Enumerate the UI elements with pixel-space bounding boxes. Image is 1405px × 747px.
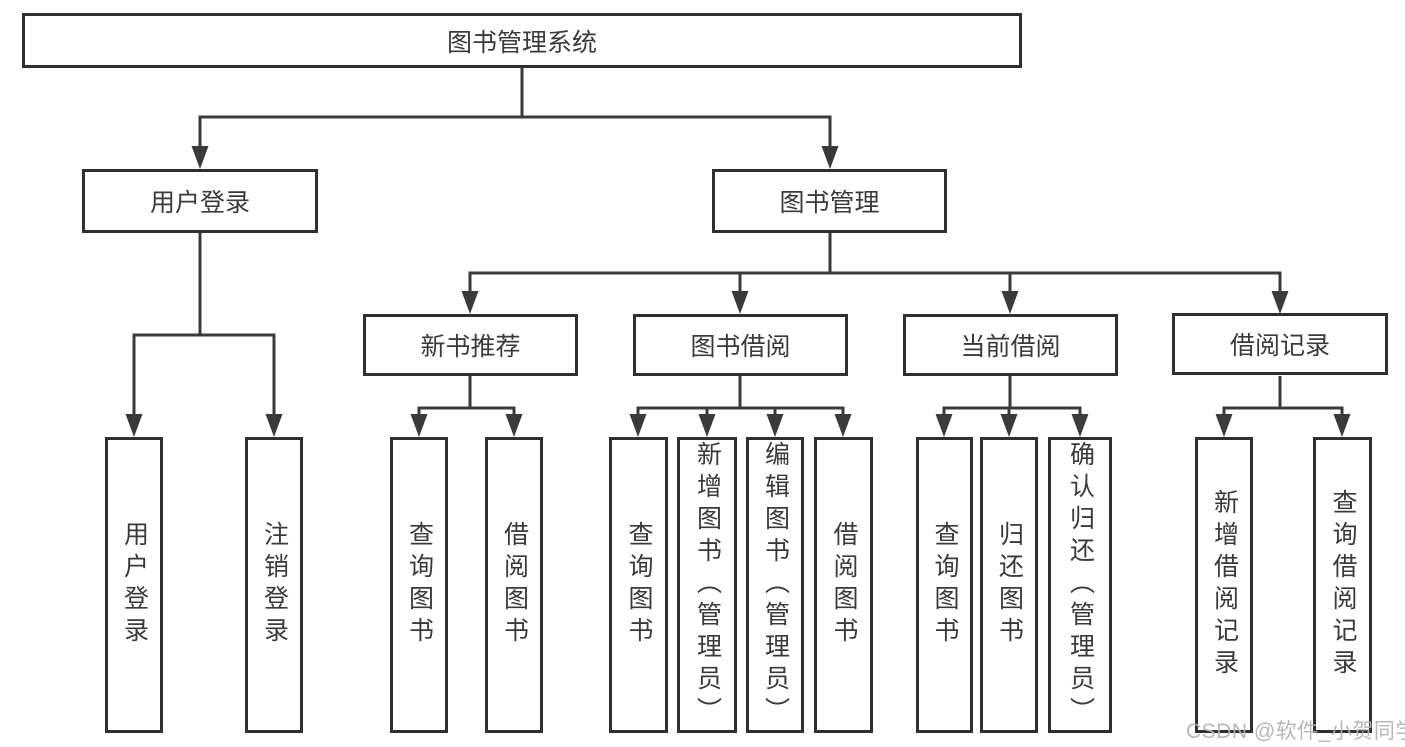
leaf-label: 借阅图书 bbox=[500, 521, 529, 649]
leaf-return-books: 归还图书 bbox=[980, 437, 1038, 733]
node-library-management-system: 图书管理系统 bbox=[22, 13, 1022, 68]
leaf-label: 借阅图书 bbox=[830, 521, 858, 649]
leaf-add-books-admin: 新增图书（管理员） bbox=[677, 437, 737, 733]
arrowheads bbox=[125, 146, 1351, 437]
leaf-label: 查询图书 bbox=[625, 521, 653, 649]
node-book-management: 图书管理 bbox=[712, 169, 947, 233]
leaf-logout: 注销登录 bbox=[245, 437, 303, 733]
node-borrowing-records: 借阅记录 bbox=[1172, 313, 1388, 375]
leaf-label: 注销登录 bbox=[260, 521, 289, 649]
leaf-query-books-current: 查询图书 bbox=[916, 437, 973, 733]
node-current-borrowing: 当前借阅 bbox=[903, 314, 1118, 376]
leaf-borrow-books-recommend: 借阅图书 bbox=[485, 437, 543, 733]
leaf-label: 查询借阅记录 bbox=[1329, 489, 1357, 681]
leaf-label: 查询图书 bbox=[931, 521, 959, 649]
leaf-query-borrow-record: 查询借阅记录 bbox=[1313, 437, 1372, 733]
leaf-label: 确认归还（管理员） bbox=[1066, 441, 1095, 729]
leaf-user-login: 用户登录 bbox=[105, 437, 163, 733]
leaf-query-books-recommend: 查询图书 bbox=[390, 437, 448, 733]
leaf-label: 归还图书 bbox=[995, 521, 1024, 649]
node-user-login: 用户登录 bbox=[82, 169, 318, 233]
leaf-label: 新增借阅记录 bbox=[1210, 489, 1239, 681]
leaf-add-borrow-record: 新增借阅记录 bbox=[1195, 437, 1253, 733]
leaf-label: 查询图书 bbox=[405, 521, 434, 649]
leaf-confirm-return-admin: 确认归还（管理员） bbox=[1048, 437, 1112, 733]
leaf-label: 用户登录 bbox=[120, 521, 149, 649]
leaf-label: 新增图书（管理员） bbox=[693, 441, 722, 729]
leaf-label: 编辑图书（管理员） bbox=[761, 441, 790, 729]
node-new-book-recommendation: 新书推荐 bbox=[363, 314, 578, 376]
leaf-edit-books-admin: 编辑图书（管理员） bbox=[746, 437, 804, 733]
leaf-query-books-borrowing: 查询图书 bbox=[609, 437, 668, 733]
leaf-borrow-books-borrowing: 借阅图书 bbox=[814, 437, 873, 733]
watermark-csdn: CSDN @软件_小贺同学 bbox=[1186, 720, 1405, 743]
node-book-borrowing: 图书借阅 bbox=[633, 314, 848, 376]
